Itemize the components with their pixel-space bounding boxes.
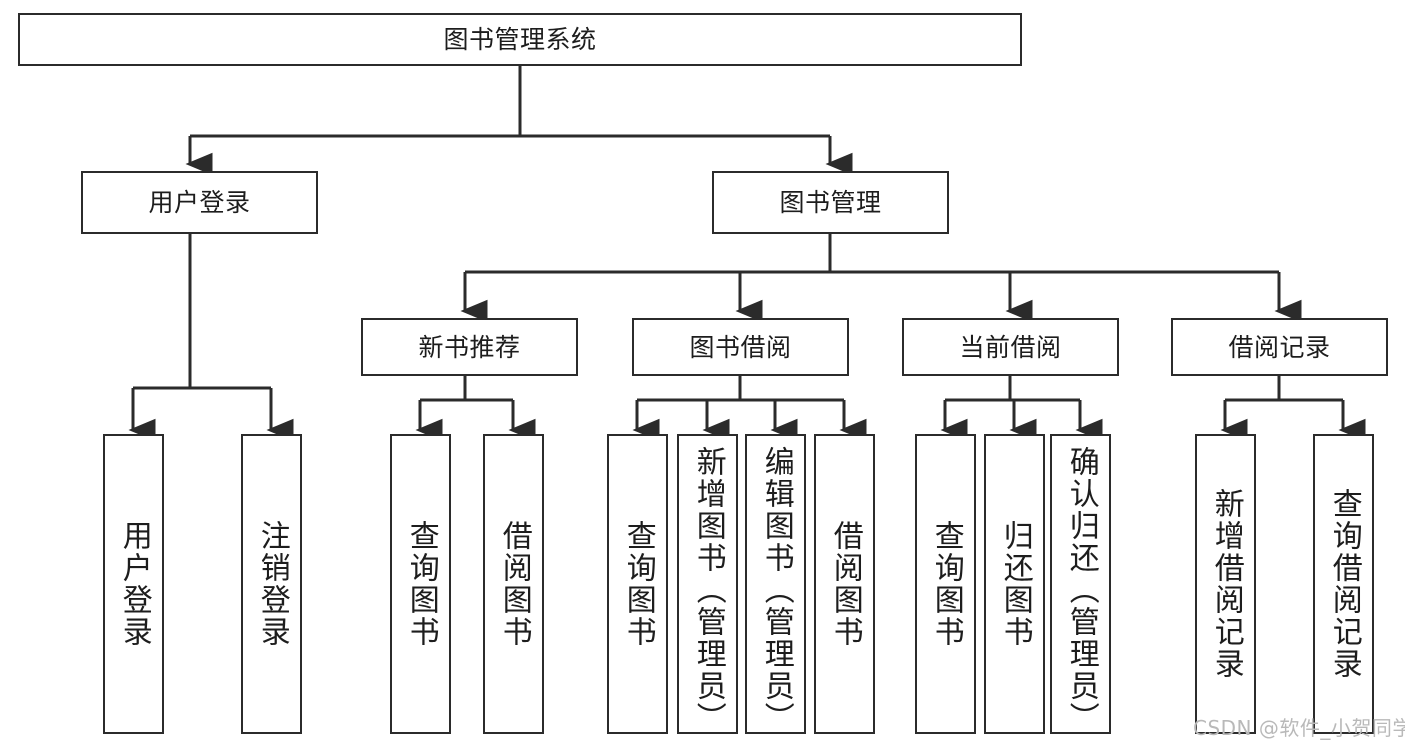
node-label: 图书管理系统	[443, 25, 597, 54]
node-user-login[interactable]: 用户登录	[81, 171, 318, 234]
node-label: 查询图书	[620, 520, 656, 648]
leaf-book-borrow-add-book-admin[interactable]: 新增图书（管理员）	[677, 434, 738, 734]
node-label: 借阅记录	[1228, 332, 1331, 362]
node-label: 借阅图书	[496, 520, 532, 648]
leaf-new-book-query-book[interactable]: 查询图书	[390, 434, 451, 734]
node-label: 用户登录	[148, 188, 251, 217]
node-label: 查询借阅记录	[1326, 488, 1362, 680]
leaf-current-borrow-query-book[interactable]: 查询图书	[915, 434, 976, 734]
node-label: 确认归还（管理员）	[1063, 446, 1099, 734]
leaf-book-borrow-borrow-book[interactable]: 借阅图书	[814, 434, 875, 734]
node-label: 新书推荐	[418, 332, 521, 362]
node-label: 用户登录	[116, 520, 152, 648]
node-label: 注销登录	[254, 520, 290, 648]
leaf-current-borrow-return-book[interactable]: 归还图书	[984, 434, 1045, 734]
csdn-watermark: CSDN @软件_小贺同学	[1193, 716, 1405, 740]
node-label: 图书管理	[779, 188, 882, 217]
node-label: 归还图书	[997, 520, 1033, 648]
node-book-management[interactable]: 图书管理	[712, 171, 949, 234]
leaf-current-borrow-confirm-return-admin[interactable]: 确认归还（管理员）	[1050, 434, 1111, 734]
leaf-borrow-record-query-record[interactable]: 查询借阅记录	[1313, 434, 1374, 734]
node-root-book-management-system[interactable]: 图书管理系统	[18, 13, 1022, 66]
node-book-borrow[interactable]: 图书借阅	[632, 318, 849, 376]
node-label: 当前借阅	[959, 332, 1062, 362]
leaf-new-book-borrow-book[interactable]: 借阅图书	[483, 434, 544, 734]
node-new-book-recommend[interactable]: 新书推荐	[361, 318, 578, 376]
node-current-borrow[interactable]: 当前借阅	[902, 318, 1119, 376]
node-label: 借阅图书	[827, 520, 863, 648]
leaf-borrow-record-add-record[interactable]: 新增借阅记录	[1195, 434, 1256, 734]
node-label: 图书借阅	[689, 332, 792, 362]
leaf-book-borrow-query-book[interactable]: 查询图书	[607, 434, 668, 734]
node-borrow-record[interactable]: 借阅记录	[1171, 318, 1388, 376]
leaf-user-login-logout[interactable]: 注销登录	[241, 434, 302, 734]
node-label: 新增图书（管理员）	[690, 446, 726, 734]
node-label: 查询图书	[928, 520, 964, 648]
node-label: 编辑图书（管理员）	[758, 446, 794, 734]
node-label: 查询图书	[403, 520, 439, 648]
node-label: 新增借阅记录	[1208, 488, 1244, 680]
leaf-user-login-login[interactable]: 用户登录	[103, 434, 164, 734]
leaf-book-borrow-edit-book-admin[interactable]: 编辑图书（管理员）	[745, 434, 806, 734]
